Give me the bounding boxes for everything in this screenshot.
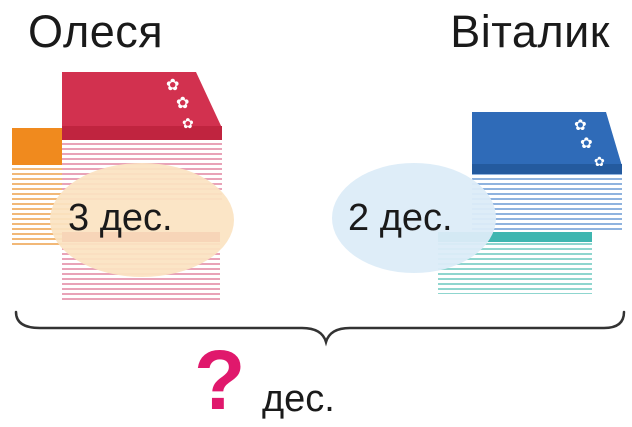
curly-brace	[14, 310, 626, 347]
svg-text:✿: ✿	[182, 116, 194, 132]
svg-text:✿: ✿	[580, 134, 593, 152]
amount-vitalyk: 2 дес.	[348, 197, 453, 239]
right-bubble	[332, 163, 496, 273]
question-mark: ?	[194, 333, 246, 427]
total-unit: дес.	[262, 378, 335, 420]
name-vitalyk: Віталик	[450, 6, 610, 57]
amount-olesia: 3 дес.	[68, 197, 173, 239]
blue-book-stack: ✿ ✿ ✿	[472, 112, 622, 230]
svg-text:✿: ✿	[574, 116, 587, 134]
name-olesia: Олеся	[28, 6, 164, 57]
svg-text:✿: ✿	[176, 93, 189, 112]
left-bubble	[50, 163, 234, 277]
svg-text:✿: ✿	[166, 75, 179, 94]
svg-text:✿: ✿	[594, 155, 605, 170]
